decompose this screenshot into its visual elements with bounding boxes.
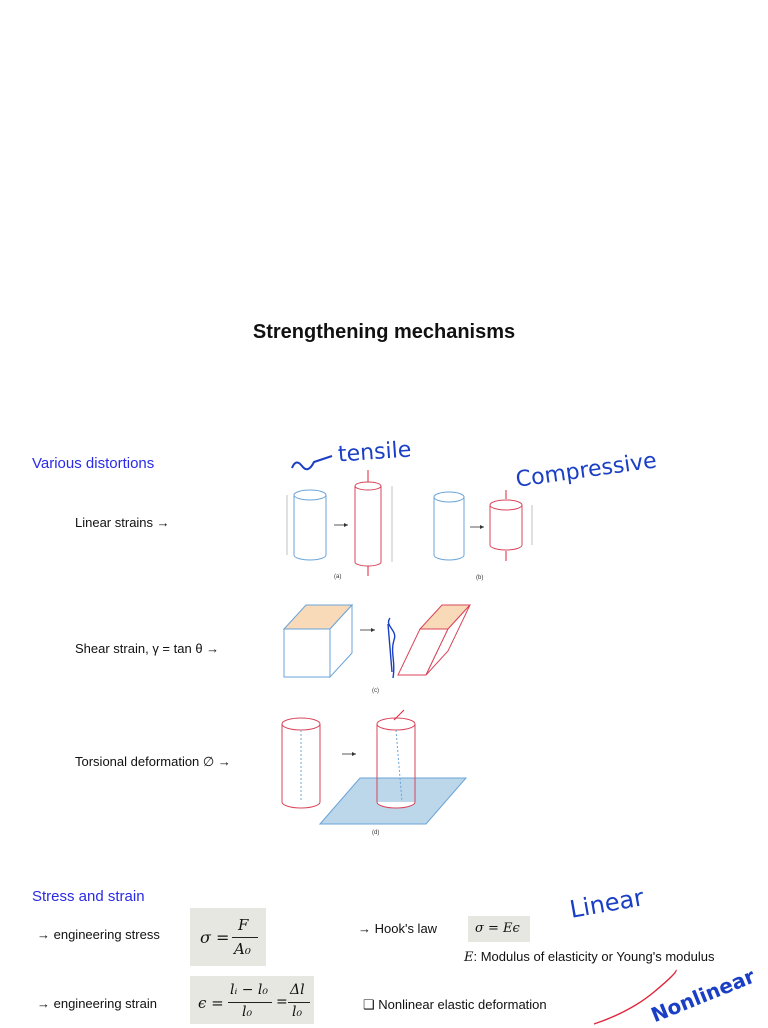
section-heading-stress-strain: Stress and strain [32, 888, 145, 905]
figure-label-c: (c) [372, 688, 379, 694]
arrow-icon [352, 752, 356, 756]
engineering-strain-label: → engineering strain [37, 996, 157, 1011]
figure-label-a: (a) [334, 574, 341, 580]
cylinder-original-d [281, 717, 321, 809]
handwritten-linear: Linear [567, 883, 646, 924]
handwritten-arrow-mark [291, 455, 333, 471]
formula-engineering-strain: ϵ = lᵢ − l₀ l₀ = Δl l₀ [190, 976, 314, 1024]
handwritten-red-curve [593, 969, 677, 1025]
torsional-deformation-label: Torsional deformation ∅ → [75, 754, 231, 769]
cylinder-twisted-d [376, 717, 416, 809]
torsion-figure: (d) [281, 709, 468, 836]
figure-label-d: (d) [372, 830, 379, 836]
cylinder-stretched-a [354, 481, 382, 567]
page-title: Strengthening mechanisms [252, 321, 516, 343]
section-heading-distortions: Various distortions [32, 455, 155, 472]
arrow-icon [480, 525, 484, 529]
compressive-figure: (b) [433, 490, 533, 581]
arrow-icon [371, 628, 375, 632]
hooks-law-label: → Hook's law [358, 921, 438, 936]
nonlinear-elastic-label: ❑ Nonlinear elastic deformation [363, 997, 547, 1012]
arrow-icon [344, 523, 348, 527]
engineering-stress-label: → engineering stress [37, 927, 160, 942]
cube-original [282, 603, 354, 679]
shear-strain-label: Shear strain, γ = tan θ → [75, 641, 220, 656]
handwritten-tensile: tensile [337, 437, 413, 468]
modulus-note: E: Modulus of elasticity or Young's modu… [464, 949, 715, 965]
tensile-figure: (a) [286, 470, 393, 580]
cylinder-original-b [433, 491, 465, 561]
cube-sheared [397, 604, 472, 676]
linear-strains-label: Linear strains → [75, 515, 170, 530]
cylinder-original-a [293, 489, 327, 561]
cylinder-compressed-b [489, 499, 523, 551]
figure-label-b: (b) [476, 575, 483, 581]
formula-engineering-stress: σ = F A₀ [190, 908, 266, 966]
formula-hooke: σ = Eϵ [468, 916, 530, 942]
shear-figure: (c) [282, 603, 472, 694]
